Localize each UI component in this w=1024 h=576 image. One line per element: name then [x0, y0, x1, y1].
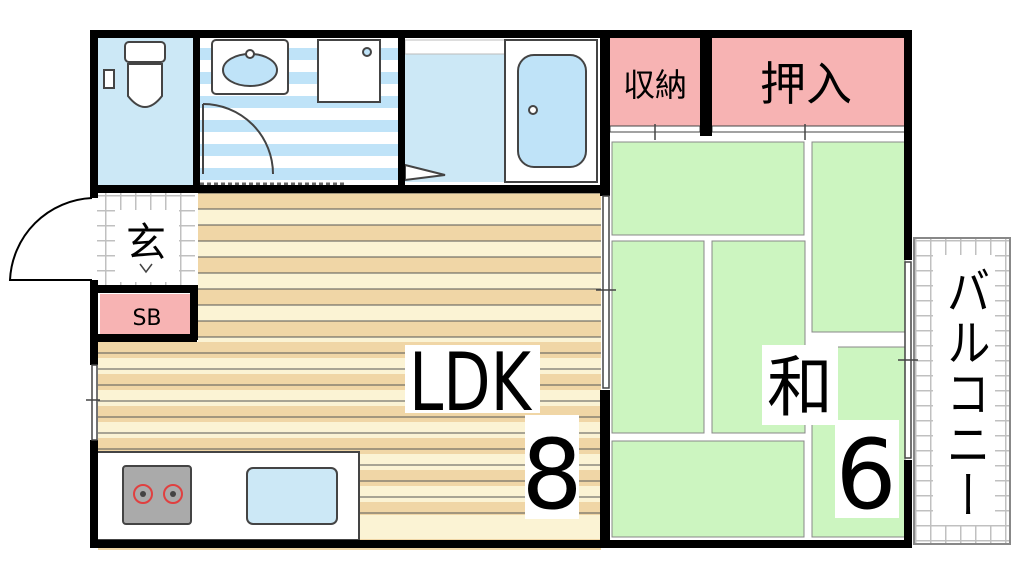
front-door-swing-icon — [8, 197, 93, 281]
entrance-area — [97, 193, 196, 334]
ldk-size-label: 8 — [521, 419, 582, 531]
floor-plank — [198, 305, 601, 321]
floor-plank — [198, 257, 601, 273]
balcony-label: バルコニー — [939, 265, 990, 520]
kitchen-counter — [96, 451, 360, 541]
sliding-doors — [86, 195, 918, 459]
washbasin-icon — [211, 39, 289, 95]
floor-plank — [198, 209, 601, 225]
toilet-room — [97, 36, 195, 186]
storage-closet — [609, 38, 701, 140]
floor-plank — [198, 241, 601, 257]
floor-plank — [198, 273, 601, 289]
bathtub-icon — [504, 39, 598, 183]
washroom — [200, 36, 398, 186]
floor-plank — [98, 422, 601, 438]
shoe-box-label: SB — [132, 306, 161, 331]
ldk-label: LDK — [409, 336, 533, 429]
floor-plank — [98, 438, 601, 454]
floor-plank — [198, 321, 601, 337]
entrance-label: 玄 — [126, 220, 166, 266]
oshiire-label: 押入 — [760, 57, 852, 111]
bathroom — [404, 39, 598, 183]
oshiire-closet — [711, 38, 908, 140]
washitsu-label: 和 — [767, 349, 833, 426]
toilet-icon — [103, 41, 166, 108]
walls — [90, 30, 912, 548]
floor-plank — [198, 225, 601, 241]
kitchen-sink-icon — [246, 467, 338, 525]
washitsu-room — [610, 140, 908, 540]
stove-icon — [122, 465, 192, 525]
balcony — [913, 237, 1011, 545]
washitsu-size-label: 6 — [835, 419, 896, 531]
door-swing-icon — [202, 103, 274, 175]
washing-machine-icon — [317, 39, 381, 103]
floor-plank — [198, 193, 601, 209]
storage-label: 収納 — [623, 66, 687, 104]
floor-plank — [198, 289, 601, 305]
